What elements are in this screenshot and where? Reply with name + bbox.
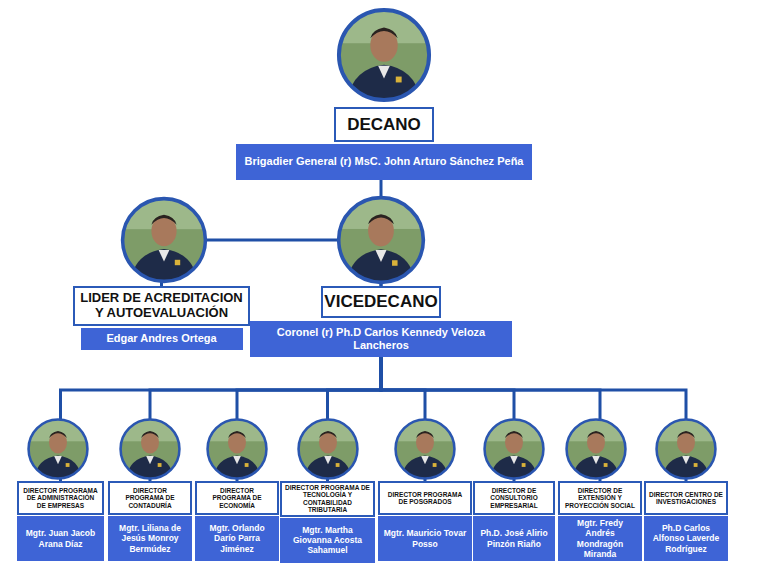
person-name: Mgtr. Martha Giovanna Acosta Sahamuel xyxy=(280,518,375,563)
org-connector xyxy=(381,357,600,481)
role-title: LIDER DE ACREDITACION Y AUTOEVALUACIÓN xyxy=(73,286,250,326)
position-box: DIRECTOR CENTRO DE INVESTIGACIONESPh.D C… xyxy=(644,481,728,561)
person-name: Coronel (r) Ph.D Carlos Kennedy Veloza L… xyxy=(250,321,512,357)
position-box: DECANOBrigadier General (r) MsC. John Ar… xyxy=(236,107,532,180)
person-name: Edgar Andres Ortega xyxy=(81,328,243,350)
role-title: DIRECTOR DE EXTENSIÓN Y PROYECCIÓN SOCIA… xyxy=(558,481,642,515)
org-connector xyxy=(61,357,382,481)
position-box: DIRECTOR DE EXTENSIÓN Y PROYECCIÓN SOCIA… xyxy=(558,481,642,561)
position-box: DIRECTOR PROGRAMA DE POSGRADOSMgtr. Maur… xyxy=(378,481,472,561)
portrait-photo xyxy=(296,417,360,481)
role-title: DIRECTOR PROGRAMA DE CONTADURÍA xyxy=(108,481,192,515)
role-title: DIRECTOR PROGRAMA DE ECONOMÍA xyxy=(195,481,279,515)
portrait-photo xyxy=(335,194,427,286)
position-box: DIRECTOR PROGRAMA DE ECONOMÍAMgtr. Orlan… xyxy=(195,481,279,561)
role-title: DIRECTOR PROGRAMA DE TECNOLOGÍA Y CONTAB… xyxy=(280,481,375,517)
person-name: Mgtr. Orlando Darío Parra Jiménez xyxy=(195,516,279,561)
person-name: Ph.D Carlos Alfonso Laverde Rodríguez xyxy=(644,516,728,561)
role-title: DIRECTOR PROGRAMA DE ADMINISTRACIÓN DE E… xyxy=(17,481,104,515)
portrait-photo xyxy=(118,417,182,481)
position-box: LIDER DE ACREDITACION Y AUTOEVALUACIÓNEd… xyxy=(73,286,250,350)
person-name: Mgtr. Juan Jacob Arana Díaz xyxy=(17,516,104,561)
portrait-photo xyxy=(335,6,433,104)
position-box: VICEDECANOCoronel (r) Ph.D Carlos Kenned… xyxy=(250,286,512,357)
person-name: Mgtr. Mauricio Tovar Posso xyxy=(378,516,472,561)
position-box: DIRECTOR PROGRAMA DE CONTADURÍAMgtr. Lil… xyxy=(108,481,192,561)
person-name: Mgtr. Liliana de Jesús Monroy Bermúdez xyxy=(108,516,192,561)
portrait-photo xyxy=(26,417,90,481)
position-box: DIRECTOR PROGRAMA DE ADMINISTRACIÓN DE E… xyxy=(17,481,104,561)
portrait-photo xyxy=(205,417,269,481)
position-box: DIRECTOR DE CONSULTORIO EMPRESARIALPh.D.… xyxy=(473,481,555,561)
role-title: DIRECTOR PROGRAMA DE POSGRADOS xyxy=(378,481,472,515)
person-name: Ph.D. José Alirio Pinzón Riaño xyxy=(473,516,555,561)
role-title: DECANO xyxy=(334,107,434,142)
portrait-photo xyxy=(654,417,718,481)
portrait-photo xyxy=(393,417,457,481)
role-title: DIRECTOR DE CONSULTORIO EMPRESARIAL xyxy=(473,481,555,515)
position-box: DIRECTOR PROGRAMA DE TECNOLOGÍA Y CONTAB… xyxy=(280,481,375,563)
portrait-photo xyxy=(119,195,209,285)
role-title: DIRECTOR CENTRO DE INVESTIGACIONES xyxy=(644,481,728,515)
role-title: VICEDECANO xyxy=(321,286,441,318)
person-name: Mgtr. Fredy Andrés Mondragón Miranda xyxy=(558,516,642,561)
org-connector xyxy=(150,357,381,481)
org-connector xyxy=(381,357,686,481)
portrait-photo xyxy=(482,417,546,481)
portrait-photo xyxy=(564,417,628,481)
person-name: Brigadier General (r) MsC. John Arturo S… xyxy=(236,144,532,180)
